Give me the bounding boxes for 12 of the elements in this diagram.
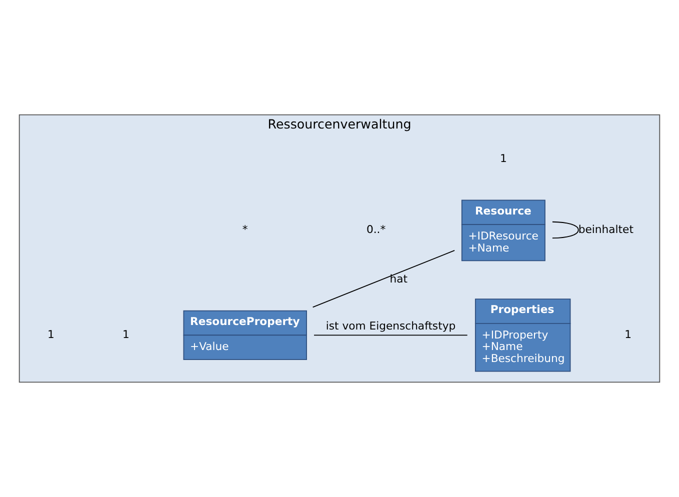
connector [314,334,468,336]
label: 1 [624,328,632,341]
label: * [242,222,248,236]
edge-label: ist vom Eigenschaftstyp [326,319,456,332]
edge-label: beinhaltet [578,222,634,236]
label: 0..* [366,222,386,236]
edge-label: hat [390,272,408,286]
connector [312,250,455,308]
connector [552,221,579,239]
label: 1 [48,328,54,341]
label: 1 [500,152,507,165]
label: 1 [122,328,130,341]
